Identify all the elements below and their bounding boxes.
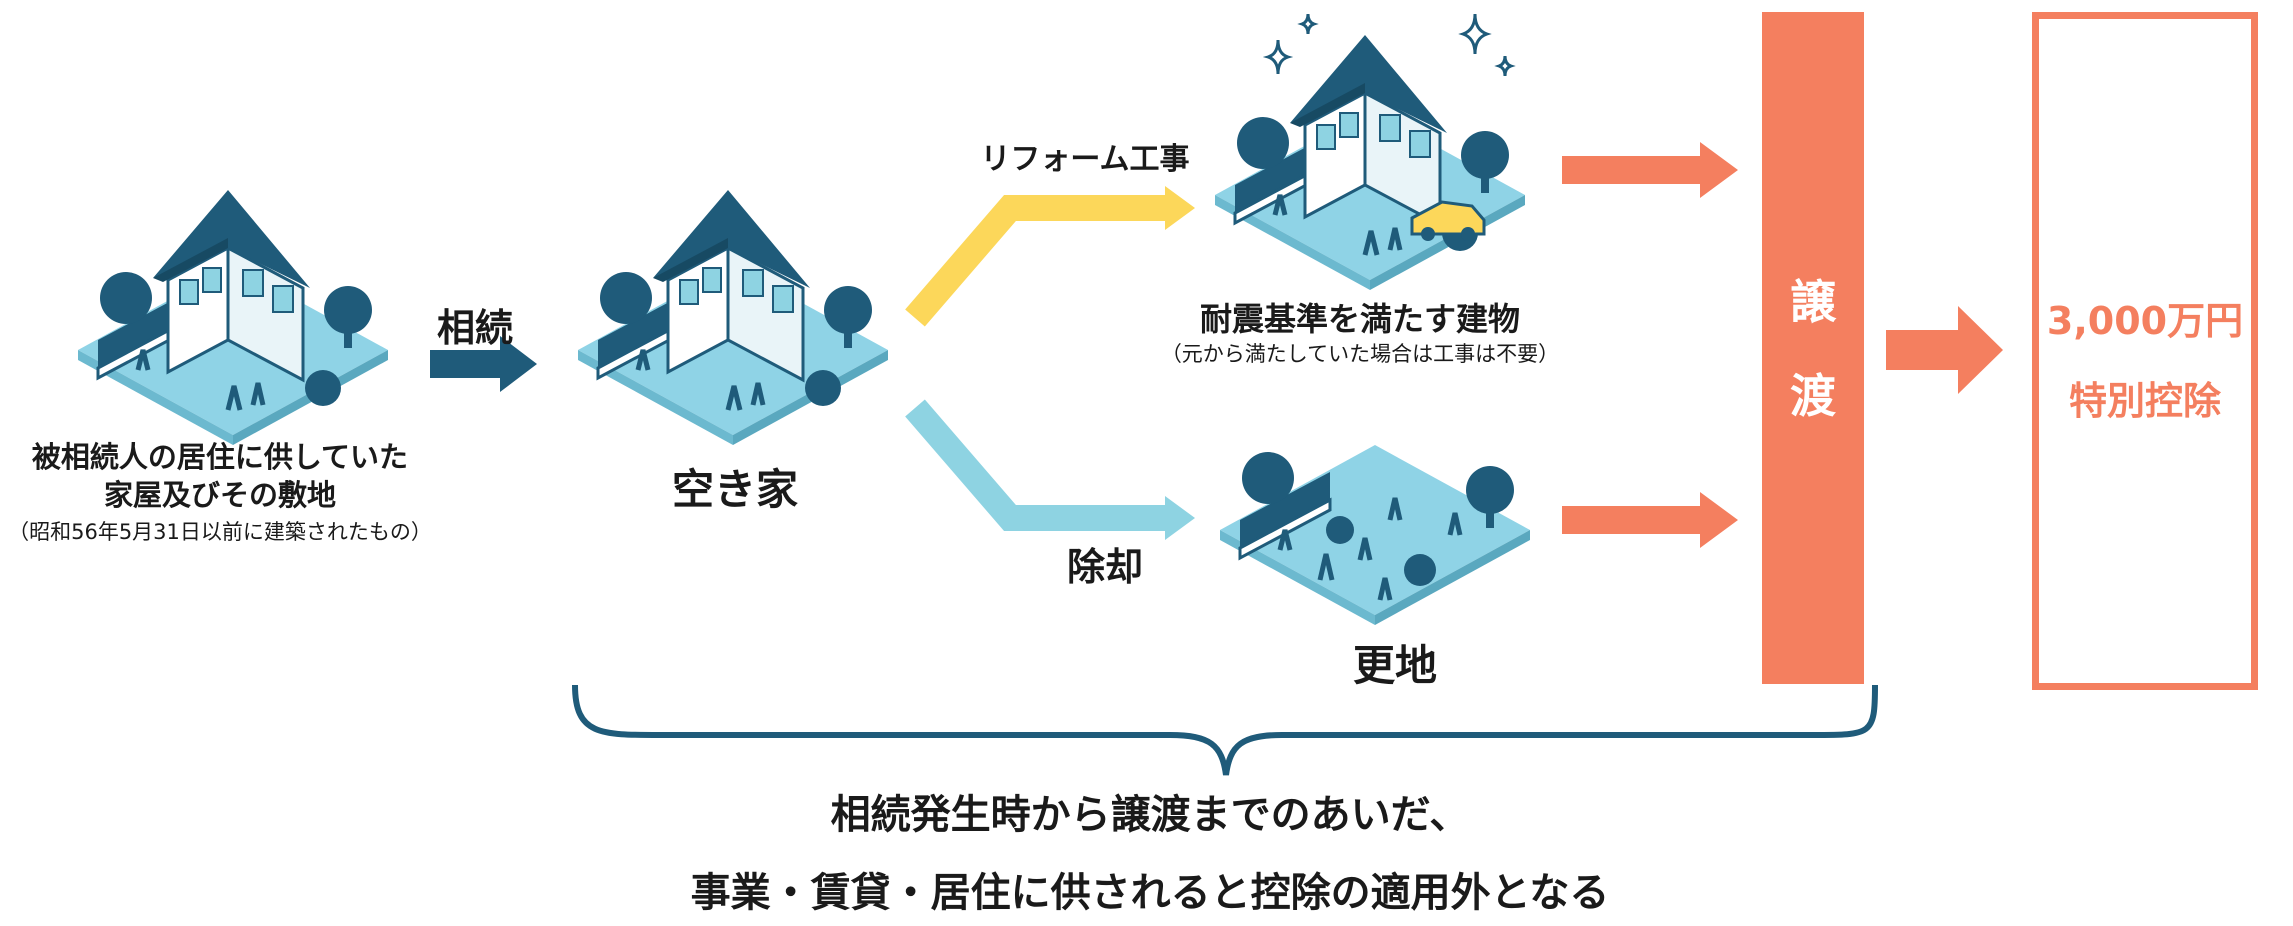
caption-line-2: 事業・賃貸・居住に供されると控除の適用外となる — [690, 870, 1610, 916]
original-property-title-line1: 被相続人の居住に供していた — [31, 440, 409, 474]
inheritance-label: 相続 — [436, 306, 513, 350]
demolish-label: 除却 — [1066, 545, 1143, 589]
to-transfer-arrow-top — [1562, 142, 1738, 198]
car-icon — [1410, 200, 1486, 241]
sparkle-icon — [1262, 13, 1516, 77]
inherit-arrow — [430, 336, 537, 392]
to-result-arrow — [1886, 306, 2003, 394]
transfer-label: 譲 渡 — [1762, 255, 1864, 443]
to-transfer-arrow-bottom — [1562, 492, 1738, 548]
original-property-title-line2: 家屋及びその敷地 — [103, 478, 336, 512]
reform-arrow — [905, 195, 1170, 327]
period-brace — [572, 684, 1878, 776]
deduction-amount: 3,000万円 — [2046, 299, 2244, 343]
house-illustration — [78, 190, 388, 445]
original-property-title: 被相続人の居住に供していた 家屋及びその敷地 — [0, 438, 440, 514]
vacant-lot-label: 更地 — [1352, 641, 1437, 690]
earthquake-standard-note: （元から満たしていた場合は工事は不要） — [1160, 342, 1560, 366]
transfer-char-1: 譲 — [1790, 275, 1836, 329]
renovated-house-illustration — [1215, 35, 1525, 290]
caption-line-1: 相続発生時から譲渡までのあいだ、 — [830, 792, 1470, 838]
reform-label: リフォーム工事 — [980, 142, 1190, 177]
vacant-house-illustration — [578, 190, 888, 445]
vacant-house-label: 空き家 — [671, 465, 798, 514]
deduction-name: 特別控除 — [2068, 379, 2221, 423]
demolish-arrow — [905, 399, 1170, 531]
transfer-bar — [1762, 12, 1864, 684]
earthquake-standard-building-label: 耐震基準を満たす建物 — [1199, 300, 1520, 338]
result-box — [2032, 12, 2258, 690]
original-property-note: （昭和56年5月31日以前に建築されたもの） — [8, 520, 432, 544]
transfer-char-2: 渡 — [1790, 369, 1836, 423]
vacant-lot-illustration — [1220, 445, 1530, 625]
